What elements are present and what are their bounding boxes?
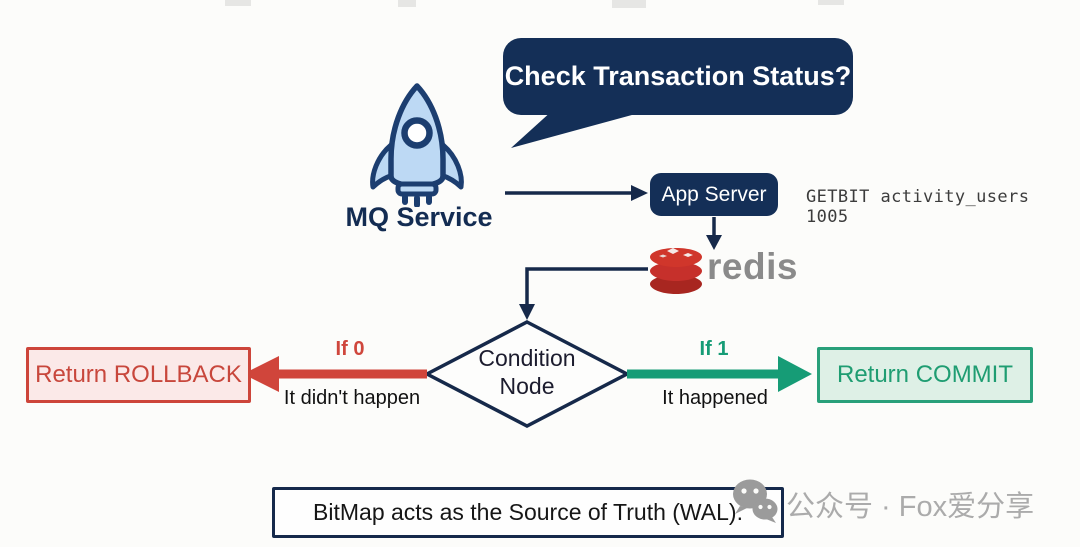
speech-bubble: Check Transaction Status? [503,38,853,115]
return-rollback-node: Return ROLLBACK [26,347,251,403]
arrowhead-mq-to-appserver [631,185,648,201]
arrowhead-redis-to-condition [519,304,535,320]
app-server-label: App Server [661,182,767,206]
condition-node-label: Condition Node [447,344,607,400]
footnote-text: BitMap acts as the Source of Truth (WAL)… [313,499,743,525]
rocket-icon [370,83,464,207]
redis-wordmark: redis [707,246,798,287]
arrow-if1-commit [627,356,812,392]
return-commit-label: Return COMMIT [836,361,1013,388]
condition-node-line1: Condition [478,345,576,371]
arrowhead-appserver-to-redis [706,235,722,250]
getbit-command: GETBIT activity_users 1005 [806,187,1030,227]
mq-service-label: MQ Service [345,202,493,232]
if1-label: If 1 [699,338,729,360]
top-edge-artifact [612,0,646,8]
speech-bubble-tail [511,110,650,148]
arrow-if0-rollback [243,356,427,392]
return-rollback-label: Return ROLLBACK [35,361,242,388]
redis-logo-icon [650,248,702,294]
watermark-text: 公众号 · Fox爱分享 [786,491,1035,523]
condition-node-diamond [423,320,631,428]
if0-label: If 0 [335,338,365,360]
wechat-icon [733,479,778,523]
return-commit-node: Return COMMIT [817,347,1033,403]
top-edge-artifact [818,0,844,5]
arrow-redis-to-condition [525,267,648,307]
happened-label: It happened [662,387,768,409]
condition-node-line2: Node [499,373,555,400]
speech-bubble-text: Check Transaction Status? [504,61,852,91]
top-edge-artifact [225,0,251,6]
footnote-box: BitMap acts as the Source of Truth (WAL)… [272,487,784,538]
app-server-node: App Server [650,173,778,216]
top-edge-artifact [398,0,416,7]
didnt-happen-label: It didn't happen [283,387,421,409]
